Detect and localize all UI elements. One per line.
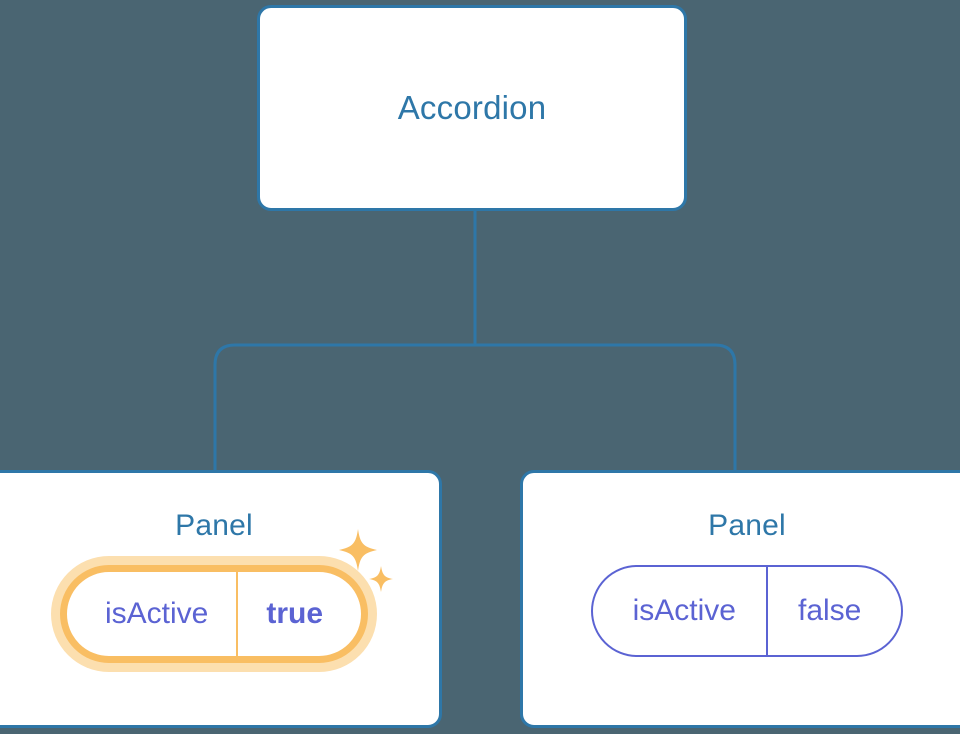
prop-pill[interactable]: isActive true (59, 565, 369, 663)
node-panel-active-title: Panel (175, 509, 253, 542)
prop-value: false (765, 567, 901, 655)
prop-key: isActive (632, 594, 736, 627)
node-panel-inactive-title: Panel (708, 509, 786, 542)
connector-branch-bus (213, 343, 737, 470)
node-accordion-title: Accordion (397, 89, 547, 126)
node-panel-active[interactable]: Panel isActive true (0, 470, 442, 728)
sparkle-icon (369, 566, 394, 592)
sparkle-icon (339, 529, 378, 571)
prop-key: isActive (104, 597, 209, 630)
prop-pill-is-active-false[interactable]: isActive false (590, 565, 904, 657)
prop-pill-is-active-true[interactable]: isActive true (59, 529, 394, 663)
prop-value: true (236, 572, 361, 656)
node-accordion[interactable]: Accordion (257, 5, 687, 211)
node-panel-inactive[interactable]: Panel isActive false (520, 470, 960, 728)
prop-pill[interactable]: isActive false (590, 565, 904, 657)
